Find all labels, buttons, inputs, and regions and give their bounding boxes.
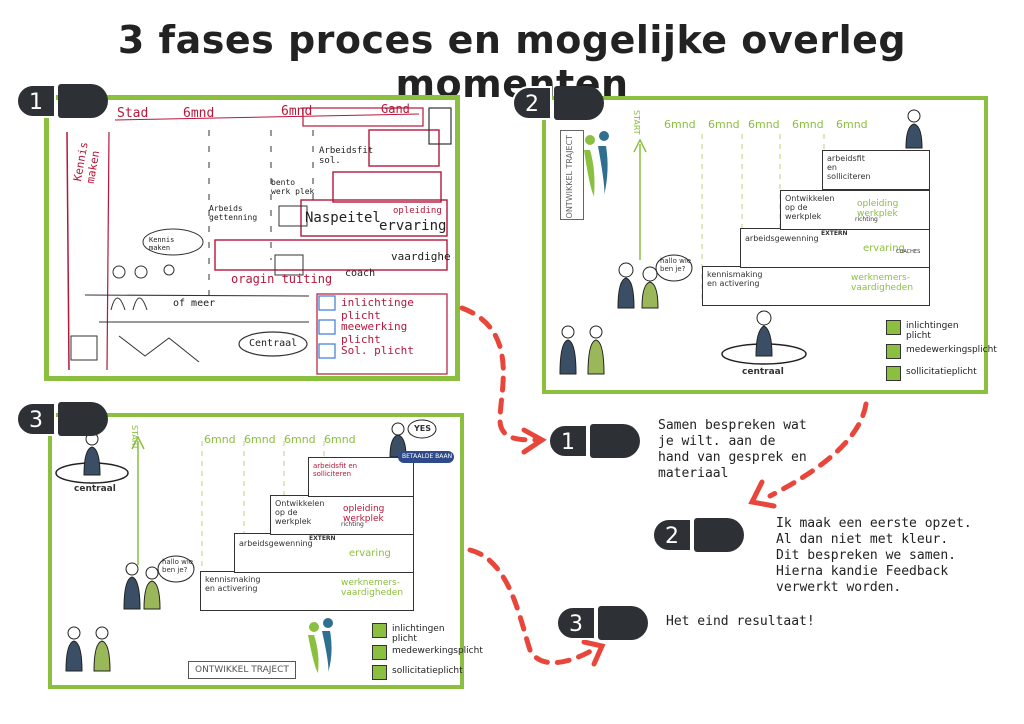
badge-number: 1 <box>16 84 56 118</box>
note-badge-2: 2 <box>652 518 744 552</box>
yes-text: YES <box>414 424 432 433</box>
sketch-label: Stad <box>117 106 149 121</box>
legend-item: inlichtingen plicht <box>906 321 959 341</box>
phase-2-draft-panel: ONTWIKKEL TRAJECT START 6mnd 6mnd 6mnd 6… <box>542 96 997 394</box>
step-badge-3: 3 <box>16 402 108 436</box>
badge-number: 3 <box>16 402 56 436</box>
sketch-label: Arbeidsfit sol. <box>319 146 374 166</box>
month-label: 6mnd <box>836 118 868 131</box>
page-title: 3 fases proces en mogelijke overleg mome… <box>117 18 907 106</box>
sketch-label: bento werk plek <box>271 178 315 196</box>
note-badge-3: 3 <box>556 606 648 640</box>
ontwikkel-traject-label: ONTWIKKEL TRAJECT <box>188 661 296 679</box>
betaalde-baan-sign: BETAALDE BAAN <box>398 451 454 463</box>
sketch-label: 6mnd <box>281 104 313 119</box>
sketch-label: Arbeids gettenning <box>209 204 258 222</box>
sketch-label: ervaring <box>379 218 447 234</box>
note-step-3: Het eind resultaat! <box>666 614 815 629</box>
legend-item: sollicitatieplicht <box>906 367 977 377</box>
step-arbeidsfit: arbeidsfit en solliciteren <box>822 150 930 190</box>
start-label: START <box>130 425 139 450</box>
sketch-label: of meer <box>173 298 216 309</box>
sketch-label: Sol. plicht <box>341 344 414 357</box>
legend-swatch <box>372 623 387 638</box>
legend-item: inlichtingen plicht <box>392 624 445 644</box>
legend-item: medewerkingsplicht <box>392 646 483 656</box>
step-arbeidsgewenning: arbeidsgewenning EXTERN ervaring <box>234 533 414 573</box>
sketch-label: Kennis maken <box>149 236 175 252</box>
month-label: 6mnd <box>708 118 740 131</box>
badge-number: 2 <box>652 518 692 552</box>
legend-swatch <box>886 366 901 381</box>
badge-number: 3 <box>556 606 596 640</box>
note-badge-1: 1 <box>548 424 640 458</box>
note-step-2: Ik maak een eerste opzet. Al dan niet me… <box>776 516 972 595</box>
sketch-label: inlichtinge plicht <box>341 296 414 322</box>
sketch-label: meewerking plicht <box>341 320 408 346</box>
month-label: 6mnd <box>324 433 356 446</box>
month-label: 6mnd <box>748 118 780 131</box>
speech-bubble-text: hallo wie ben je? <box>660 257 692 273</box>
legend-swatch <box>372 645 387 660</box>
step-ontwikkelen: Ontwikkelen op de werkplek opleiding wer… <box>780 190 930 230</box>
footprint-icon <box>58 84 108 118</box>
draft-drawing <box>559 109 923 375</box>
step-badge-1: 1 <box>16 84 108 118</box>
phase-1-sketch-panel: Kennis maken Stad 6mnd 6mnd Gand Arbeids… <box>44 95 460 381</box>
badge-number: 1 <box>548 424 588 458</box>
step-badge-2: 2 <box>512 86 604 120</box>
start-label: START <box>632 110 641 135</box>
phase-3-final-panel: START 6mnd 6mnd 6mnd 6mnd kennismaking e… <box>48 413 483 689</box>
sketch-label: Gand <box>381 102 410 116</box>
step-kennismaking: kennismaking en activering werknemers-va… <box>200 571 414 611</box>
legend-item: sollicitatieplicht <box>392 666 463 676</box>
month-label: 6mnd <box>204 433 236 446</box>
footprint-icon <box>554 86 604 120</box>
month-label: 6mnd <box>244 433 276 446</box>
footprint-icon <box>590 424 640 458</box>
traject-vertical-label: ONTWIKKEL TRAJECT <box>560 130 584 220</box>
centraal-label: centraal <box>74 484 116 494</box>
sketch-label: 6mnd <box>183 106 215 121</box>
sketch-drawing <box>66 107 452 375</box>
sketch-label: oragin tuiting <box>231 272 333 286</box>
legend-swatch <box>886 320 901 335</box>
sketch-label: Naspeitel <box>305 210 381 226</box>
footprint-icon <box>598 606 648 640</box>
month-label: 6mnd <box>664 118 696 131</box>
legend-item: medewerkingsplicht <box>906 345 997 355</box>
footprint-icon <box>694 518 744 552</box>
centraal-label: centraal <box>742 367 784 377</box>
step-arbeidsgewenning: arbeidsgewenning EXTERN ervaring <box>740 228 930 268</box>
sketch-label: opleiding <box>393 206 442 216</box>
sketch-label: coach <box>345 268 376 279</box>
speech-bubble-text: hallo wie ben je? <box>162 558 194 574</box>
step-arbeidsfit: arbeidsfit en solliciteren <box>308 457 414 497</box>
coaches-label: COACHES <box>896 249 921 255</box>
legend-swatch <box>886 344 901 359</box>
footprint-icon <box>58 402 108 436</box>
month-label: 6mnd <box>792 118 824 131</box>
sketch-label: vaardighe <box>391 250 451 263</box>
badge-number: 2 <box>512 86 552 120</box>
note-step-1: Samen bespreken wat je wilt. aan de hand… <box>658 418 807 481</box>
month-label: 6mnd <box>284 433 316 446</box>
legend-swatch <box>372 665 387 680</box>
sketch-label: Centraal <box>249 338 298 349</box>
